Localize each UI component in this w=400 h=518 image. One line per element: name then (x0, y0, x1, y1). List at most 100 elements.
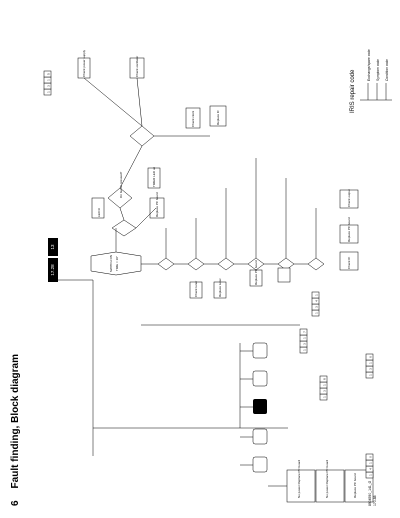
code-char: 3 (302, 343, 306, 345)
connector-10 (83, 77, 143, 127)
box-mid-3 (339, 251, 359, 271)
screen-symbol (252, 342, 268, 359)
code-cell (43, 70, 52, 78)
flow-text-9: Check oscillator (135, 56, 139, 77)
code-block-1: 1 3 1 5 (43, 70, 52, 96)
code-char: 1 (46, 91, 50, 93)
connector-11 (136, 77, 143, 127)
code-cell (365, 353, 374, 361)
flow-text-15: Replace PC board (347, 217, 351, 242)
box-left-2 (315, 469, 345, 503)
flow-text-12: Check tuner (194, 281, 198, 297)
code-cell (319, 375, 328, 383)
flow-text-17: Replace PC board (254, 260, 258, 285)
start-terminal (90, 251, 142, 276)
code-block-6: 1 3 1 8 (319, 375, 328, 401)
flow-text-7: On button pressed? (119, 171, 123, 198)
code-char: 3 (46, 85, 50, 87)
page-title: 6 Fault finding, Block diagram (10, 354, 21, 506)
code-char: 1 (322, 396, 326, 398)
flow-text-4: LED lit (97, 208, 101, 217)
box-mid-4 (339, 224, 359, 244)
start-terminal-line2: TIME = 10" (115, 256, 119, 271)
flow-text-11: Replace IC (216, 109, 220, 125)
section-title: Fault finding, Block diagram (10, 353, 21, 489)
code-cell (311, 291, 320, 299)
decision-right-2 (107, 187, 133, 209)
flow-text-13: Replace tuner (218, 278, 222, 297)
footer-code: 8904590_141_G (368, 480, 372, 506)
box-right-2 (149, 197, 165, 219)
flow-text-2: No power Replace PC board (325, 459, 329, 498)
flow-text-8: Check power supply (82, 49, 86, 77)
display-symbol (252, 456, 268, 473)
connector-8 (119, 207, 125, 221)
tv-symbol (253, 399, 267, 414)
flow-text-1: No power Replace PC board (297, 459, 301, 498)
box-right-6 (185, 107, 201, 129)
iris-legend-exchange: Exchange/spare code (367, 49, 371, 81)
lamp-symbol (252, 428, 268, 445)
code-block-5: 1 3 4 1 (311, 291, 320, 317)
code-char: 1 (46, 79, 50, 81)
box-right-1 (91, 197, 105, 219)
flow-text-6: TIMER LED on (152, 166, 156, 187)
code-char: 6 (368, 356, 372, 358)
decision-4 (247, 257, 265, 271)
iris-title: IRIS repair code (350, 69, 356, 113)
code-char: 1 (368, 474, 372, 476)
decision-right-1 (111, 219, 137, 237)
box-right-3 (147, 167, 161, 189)
decision-6 (307, 257, 325, 271)
code-char: 7 (302, 331, 306, 333)
code-char: 1 (368, 462, 372, 464)
flow-text-10: Check clock (191, 110, 195, 127)
code-char: 1 (302, 349, 306, 351)
code-block-2: 1 4 1 X (365, 453, 374, 479)
box-mid-6 (249, 269, 263, 287)
code-char: 1 (314, 294, 318, 296)
flow-text-3: Replace PC board (353, 473, 357, 498)
code-block-4: 1 3 1 7 (299, 328, 308, 354)
section-number: 6 (10, 500, 21, 506)
iris-legend: Exchange/spare code Symptom code Conditi… (365, 49, 392, 81)
code-char: 8 (322, 378, 326, 380)
box-mid-1 (189, 281, 203, 299)
code-cell (299, 328, 308, 336)
code-char: 3 (314, 306, 318, 308)
code-char: 1 (322, 384, 326, 386)
code-char: 4 (314, 300, 318, 302)
box-right-7 (209, 105, 227, 127)
code-char: 1 (368, 374, 372, 376)
header-tab-2: 13 (48, 238, 58, 256)
code-char: 4 (368, 468, 372, 470)
monitor-symbol (252, 370, 268, 387)
connector-12 (135, 207, 157, 229)
code-cell (365, 453, 374, 461)
code-char: 5 (46, 73, 50, 75)
iris-legend-symptom: Symptom code (376, 59, 380, 81)
flow-text-16: Check output (347, 189, 351, 207)
box-mid-7 (277, 267, 291, 283)
flow-text-14: Check IC (347, 256, 351, 269)
decision-3 (217, 257, 235, 271)
decision-2 (187, 257, 205, 271)
code-char: 3 (368, 368, 372, 370)
start-terminal-line1: SWITCH ON (109, 255, 113, 272)
header-tab-1: 17.28 (48, 258, 58, 282)
iris-legend-condition: Condition code (385, 59, 389, 81)
code-char: X (368, 456, 372, 458)
connector-9 (119, 145, 143, 189)
code-char: 1 (314, 312, 318, 314)
box-left-1 (286, 469, 316, 503)
decision-right-3 (129, 125, 155, 147)
code-char: 1 (302, 337, 306, 339)
footer: 8904590_141_G 170-88 (368, 481, 377, 506)
footer-date: 170-88 (372, 495, 377, 506)
box-mid-2 (213, 281, 227, 299)
decision-1 (157, 257, 175, 271)
code-char: 3 (322, 390, 326, 392)
